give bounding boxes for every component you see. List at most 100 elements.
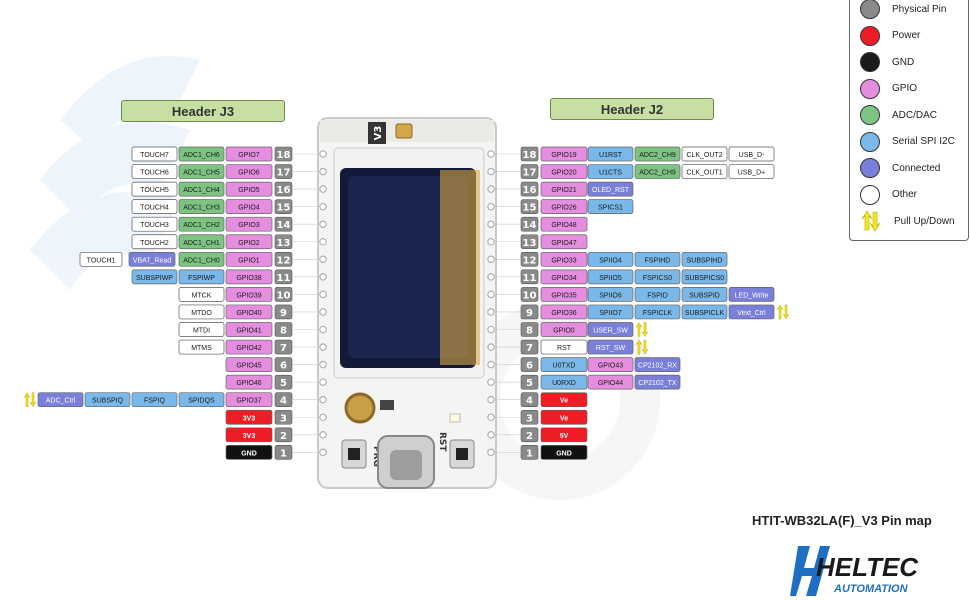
pin-label-gpio21: GPIO21	[540, 181, 588, 197]
legend-item-physical-pin: Physical Pin	[860, 0, 946, 21]
pin-label-subspihd: SUBSPIHD	[681, 251, 728, 267]
pin-label-text: CP2102_TX	[638, 380, 676, 387]
pin-label-gpio37: GPIO37	[225, 392, 273, 408]
physical-pin-left-4: 4	[274, 392, 293, 408]
pin-label-mtdi: MTDI	[178, 322, 225, 337]
pin-hole	[319, 343, 327, 351]
physical-pin-right-9: 9	[520, 304, 539, 320]
pin-hole	[319, 273, 327, 281]
legend-label: ADC/DAC	[892, 109, 938, 121]
pin-label-text: TOUCH6	[140, 170, 169, 177]
pin-label-text: Ve	[560, 398, 568, 405]
pin-label-subspiwp: SUBSPIWP	[131, 269, 178, 285]
pin-label-gpio45: GPIO45	[225, 357, 273, 372]
physical-pin-left-8: 8	[274, 322, 293, 337]
pin-hole	[487, 308, 495, 316]
pin-label-gpio48: GPIO48	[540, 216, 588, 232]
pin-label-text: VBAT_Read	[133, 257, 171, 264]
pin-label-spics1: SPICS1	[587, 199, 634, 214]
pin-label-text: GPIO39	[236, 292, 261, 299]
pin-label-text: SUBSPICS0	[685, 275, 724, 282]
pin-label-fspiwp: FSPIWP	[178, 269, 225, 285]
pin-hole	[319, 237, 327, 246]
pin-label-cp2102-rx: CP2102_RX	[634, 357, 681, 372]
pin-label-gpio19: GPIO19	[540, 146, 588, 162]
pin-label-text: FSPIQ	[144, 398, 166, 405]
legend-item-gnd: GND	[860, 50, 914, 74]
pin-label-text: FSPID	[647, 292, 668, 299]
pin-number: 18	[523, 150, 537, 161]
pin-label-adc2-ch9: ADC2_CH9	[634, 146, 681, 162]
pin-label-clk-out2: CLK_OUT2	[681, 146, 728, 162]
antenna-connector	[395, 123, 413, 139]
legend-item-connected: Connected	[860, 156, 940, 180]
pin-label-text: GPIO37	[236, 398, 261, 405]
pin-label-text: ADC_Ctrl	[46, 398, 76, 405]
pin-number: 11	[523, 273, 537, 284]
pin-number: 4	[280, 396, 287, 407]
pin-hole	[487, 290, 495, 299]
pin-label-subspics0: SUBSPICS0	[681, 269, 728, 285]
pin-number: 8	[280, 326, 287, 337]
pin-label-text: GPIO44	[598, 380, 623, 387]
pin-label-text: FSPIHD	[645, 257, 671, 264]
pin-label-mtms: MTMS	[178, 339, 225, 355]
led	[449, 413, 461, 423]
legend-swatch-icon	[860, 158, 880, 178]
pin-hole	[319, 202, 327, 211]
pin-hole	[487, 325, 495, 334]
pin-label-text: SPIIO4	[599, 257, 622, 264]
pin-label-usb-d: USB_D+	[728, 164, 775, 179]
pin-hole	[487, 395, 495, 404]
pin-label-gpio41: GPIO41	[225, 322, 273, 337]
pin-number: 10	[277, 290, 291, 301]
pin-label-text: GPIO48	[551, 222, 576, 229]
pin-label-text: GPIO38	[236, 275, 261, 282]
chip	[380, 400, 394, 410]
physical-pin-left-11: 11	[274, 269, 293, 285]
pin-label-text: GPIO0	[553, 328, 575, 335]
oled-glass	[348, 176, 468, 358]
pin-number: 5	[526, 378, 533, 389]
legend-label: GND	[892, 56, 915, 68]
pin-label-text: ADC2_CH9	[639, 152, 676, 159]
pin-label-text: TOUCH3	[140, 222, 169, 229]
pin-label-text: GPIO40	[236, 310, 261, 317]
pin-label-touch1: TOUCH1	[79, 251, 123, 267]
legend-swatch-icon	[860, 52, 880, 72]
pin-label-text: OLED_RST	[592, 187, 630, 194]
pin-hole	[319, 150, 327, 158]
pin-hole	[487, 448, 495, 457]
prg-button-cap	[348, 448, 360, 460]
pin-label-gpio43: GPIO43	[587, 357, 634, 372]
pin-label-gnd: GND	[540, 445, 588, 460]
pin-label-gpio36: GPIO36	[540, 304, 588, 320]
heltec-logo-text: HELTEC	[816, 552, 919, 582]
pin-label-fspihd: FSPIHD	[634, 251, 681, 267]
pin-label-text: TOUCH7	[140, 152, 169, 159]
pin-hole	[319, 220, 327, 229]
physical-pin-right-17: 17	[520, 164, 539, 179]
pin-label-text: GPIO1	[238, 257, 260, 264]
physical-pin-left-10: 10	[274, 287, 293, 302]
pin-label-gpio5: GPIO5	[225, 181, 273, 197]
legend-item-power: Power	[860, 24, 920, 48]
pin-number: 2	[526, 431, 533, 442]
legend-item-pull-up-down: Pull Up/Down	[860, 209, 955, 233]
pin-label-usb-d: USB_D-	[728, 146, 775, 162]
pin-label-gpio26: GPIO26	[540, 199, 588, 214]
pin-hole	[319, 448, 327, 457]
pin-label-text: CP2102_RX	[638, 363, 677, 370]
pin-label-text: ADC1_CH6	[183, 152, 220, 159]
pin-label-text: GPIO34	[551, 275, 576, 282]
pin-label-text: USER_SW	[593, 328, 628, 335]
pin-label-text: SUBSPIWP	[136, 275, 173, 282]
legend-label: Serial SPI I2C	[892, 136, 955, 147]
pin-label-adc1-ch5: ADC1_CH5	[178, 164, 225, 179]
oled-flex	[440, 170, 480, 365]
pin-number: 6	[280, 361, 287, 372]
pin-number: 14	[277, 220, 291, 231]
physical-pin-left-2: 2	[274, 427, 293, 443]
pin-label-text: GPIO3	[238, 222, 260, 229]
pin-number: 5	[280, 378, 287, 389]
